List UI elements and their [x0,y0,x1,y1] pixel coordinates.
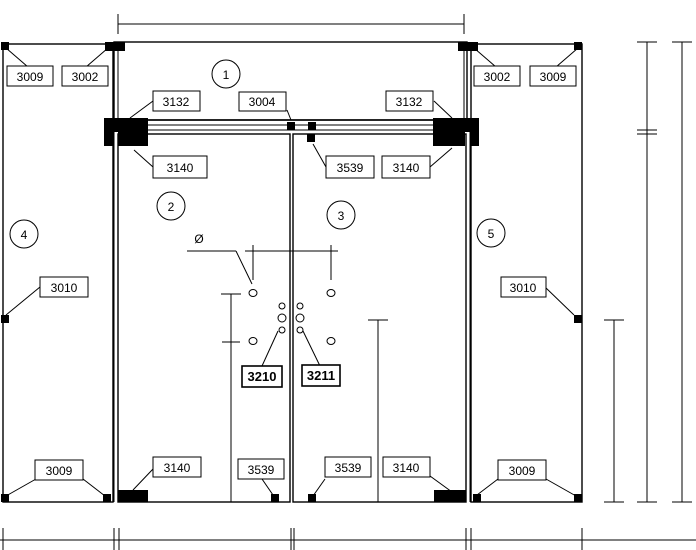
part-label: 3009 [540,70,567,84]
door-leaf-right [292,133,467,503]
side-panel-right [470,43,583,503]
hardware-fittings [1,42,582,502]
part-label: 3009 [46,464,73,478]
diameter-symbol: Ø [194,232,203,246]
part-label: 3539 [335,461,362,475]
part-label: 3140 [393,461,420,475]
zone-label-3: 3 [338,209,345,223]
part-label: 3539 [248,463,275,477]
part-callouts: 3009 3002 3002 3009 3132 3004 3132 3140 … [6,65,577,481]
part-label: 3140 [167,161,194,175]
leader-lines [5,47,579,497]
part-label: 3010 [51,281,78,295]
part-label: 3132 [163,95,190,109]
part-label-handle-right: 3211 [307,368,335,383]
handle-holes [248,289,336,345]
part-label: 3010 [510,281,537,295]
zone-label-5: 5 [488,227,495,241]
part-label: 3009 [17,70,44,84]
glass-panels [2,41,583,503]
zone-markers: 1 2 3 4 5 Ø [9,59,506,249]
zone-label-1: 1 [223,68,230,82]
part-label: 3002 [72,70,99,84]
side-panel-left [2,43,114,503]
part-label: 3140 [164,461,191,475]
door-leaf-left [117,133,291,503]
zone-label-2: 2 [168,200,175,214]
part-label: 3539 [337,161,364,175]
zone-label-4: 4 [21,228,28,242]
part-label-handle-left: 3210 [248,369,277,384]
part-label: 3140 [393,161,420,175]
dimension-lines [0,14,696,550]
part-label: 3002 [484,70,511,84]
part-label: 3004 [249,95,276,109]
part-label: 3009 [509,464,536,478]
part-label: 3132 [396,95,423,109]
